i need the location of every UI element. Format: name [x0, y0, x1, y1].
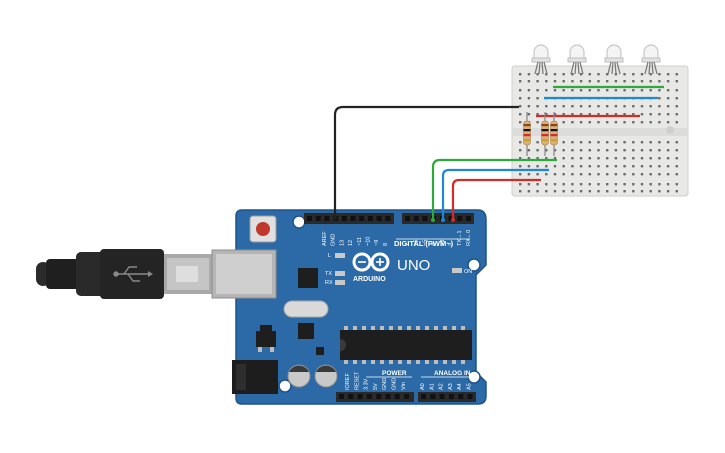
usb-cable[interactable] — [36, 249, 212, 299]
reset-button[interactable] — [249, 215, 277, 243]
dc-power-jack[interactable] — [232, 360, 278, 394]
pin-label: ~6 — [414, 240, 420, 246]
voltage-regulator — [256, 331, 276, 347]
wire-ground[interactable] — [333, 105, 519, 216]
pin-label: A3 — [448, 383, 454, 390]
power-header[interactable] — [336, 392, 414, 402]
pin-label: 4 — [431, 243, 437, 246]
pin-label: A1 — [429, 383, 435, 390]
analog-header-label: ANALOG IN — [434, 370, 471, 377]
wire-green[interactable] — [431, 158, 557, 220]
mount-hole — [278, 379, 292, 393]
led-tx-label: TX — [325, 271, 332, 277]
wire-red[interactable] — [451, 178, 541, 220]
pin-label: RX←0 — [466, 230, 472, 246]
pin-label: A5 — [467, 383, 473, 390]
mount-hole — [467, 258, 481, 272]
arduino-logo-icon — [352, 252, 390, 272]
breadboard[interactable] — [511, 65, 689, 197]
pin-label: 13 — [339, 240, 345, 246]
analog-header[interactable] — [418, 392, 476, 402]
pin-label: 7 — [405, 243, 411, 246]
led-l-label: L — [328, 253, 331, 259]
pin-label: 8 — [383, 243, 389, 246]
pin-label: 12 — [348, 240, 354, 246]
digital-header-right[interactable] — [402, 213, 474, 224]
resistor[interactable] — [550, 112, 558, 156]
led-rx — [335, 280, 345, 285]
led-rx-label: RX — [325, 280, 333, 286]
capacitor — [314, 364, 338, 388]
brand-label: ARDUINO — [353, 276, 386, 283]
pin-label: 2 — [449, 243, 455, 246]
pin-label: ~9 — [374, 240, 380, 246]
model-label: UNO — [397, 257, 430, 274]
wire-blue[interactable] — [441, 168, 549, 220]
crystal-oscillator — [283, 300, 329, 318]
rgb-led[interactable] — [641, 44, 661, 75]
pin-label: RESET — [354, 371, 360, 390]
rgb-led[interactable] — [567, 44, 587, 75]
pin-label: ~3 — [440, 240, 446, 246]
pin-label: Vin — [401, 382, 407, 390]
usb-chip — [298, 268, 318, 288]
pin-label: GND — [392, 378, 398, 390]
pin-label: 5V — [373, 383, 379, 390]
icsp-chip — [316, 347, 324, 355]
pin-label: AREF — [322, 231, 328, 246]
usb-logo-icon — [113, 266, 153, 282]
pin-label: A4 — [457, 383, 463, 390]
mount-hole — [292, 215, 306, 229]
resistor[interactable] — [541, 112, 549, 156]
pin-label: 3.3V — [364, 378, 370, 390]
rail-wires — [536, 85, 664, 118]
pin-label: ~11 — [357, 237, 363, 246]
rgb-led[interactable] — [604, 44, 624, 75]
led-l — [335, 253, 345, 258]
led-on — [452, 268, 462, 273]
pin-label: GND — [331, 234, 337, 246]
digital-header-left[interactable] — [304, 213, 394, 224]
capacitor — [287, 364, 311, 388]
led-tx — [335, 271, 345, 276]
pin-label: ~10 — [366, 237, 372, 246]
rgb-led[interactable] — [531, 44, 551, 75]
resistor[interactable] — [523, 112, 531, 156]
atmega-chip — [340, 326, 472, 364]
power-header-label: POWER — [382, 370, 407, 377]
led-on-label: ON — [464, 269, 472, 275]
pin-label: GND — [382, 378, 388, 390]
digital-header-label: DIGITAL (PWM~) — [394, 239, 454, 248]
pin-label: A0 — [420, 383, 426, 390]
pin-label: A2 — [439, 383, 445, 390]
small-chip — [298, 323, 314, 339]
pin-label: IOREF — [345, 373, 351, 390]
pin-label: ~5 — [422, 240, 428, 246]
pin-label: TX→1 — [457, 230, 463, 246]
